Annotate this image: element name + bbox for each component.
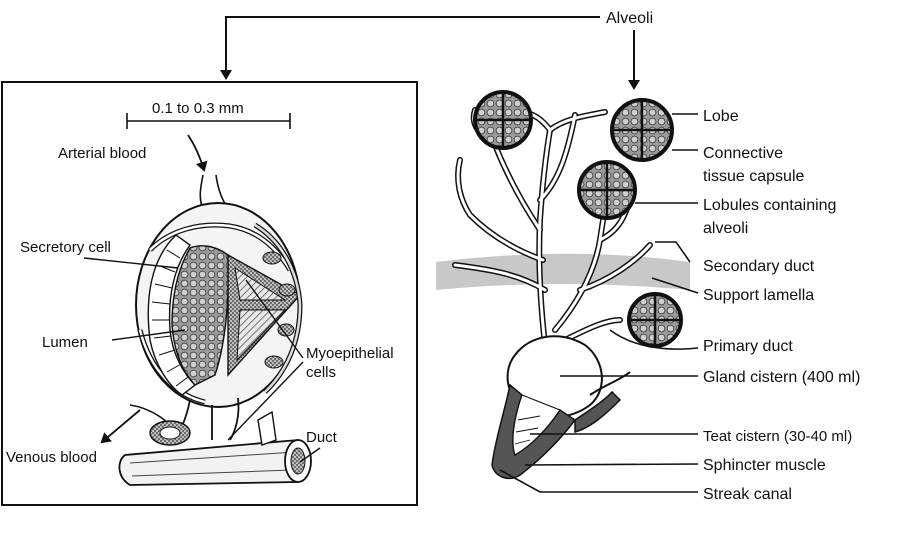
myoepithelial-leader-2 bbox=[227, 361, 304, 441]
venous-blood-label: Venous blood bbox=[6, 449, 97, 466]
duct-leader bbox=[299, 447, 321, 463]
secondary-duct-label: Secondary duct bbox=[703, 258, 815, 275]
alveoli-arrow-left bbox=[220, 16, 600, 80]
teat-cistern-label: Teat cistern (30-40 ml) bbox=[703, 428, 852, 445]
udder-illustration bbox=[436, 90, 690, 480]
alveolus-detail-box bbox=[1, 81, 418, 506]
alveoli-callout: Alveoli bbox=[220, 10, 653, 90]
secondary-duct-leader bbox=[655, 241, 691, 263]
connective-tissue-label-line2: tissue capsule bbox=[703, 168, 804, 185]
arterial-blood-arrow bbox=[187, 134, 208, 172]
lobe-label: Lobe bbox=[703, 108, 739, 125]
primary-duct-leader bbox=[609, 329, 699, 350]
teat-cistern-shape bbox=[512, 394, 561, 456]
alveolus-illustration bbox=[118, 174, 312, 486]
venous-blood-arrow bbox=[100, 409, 141, 444]
scale-bar: 0.1 to 0.3 mm bbox=[126, 100, 291, 129]
lobules-label-line1: Lobules containing bbox=[703, 197, 836, 214]
alveoli-label: Alveoli bbox=[606, 10, 653, 27]
myoepithelial-label-line1: Myoepithelial bbox=[306, 345, 394, 362]
connective-tissue-label-line1: Connective bbox=[703, 145, 783, 162]
gland-cistern-label: Gland cistern (400 ml) bbox=[703, 369, 860, 386]
secretory-cell-label: Secretory cell bbox=[20, 239, 111, 256]
primary-duct-label: Primary duct bbox=[703, 338, 793, 355]
secretory-cell-leader bbox=[83, 257, 179, 269]
support-lamella-leader bbox=[651, 277, 699, 294]
streak-canal-leader bbox=[499, 469, 698, 493]
support-lamella-band bbox=[436, 253, 690, 290]
sphincter-muscle-leader bbox=[524, 463, 699, 466]
support-lamella-label: Support lamella bbox=[703, 287, 814, 304]
myoepithelial-label-line2: cells bbox=[306, 364, 336, 381]
streak-canal-label: Streak canal bbox=[703, 486, 792, 503]
sphincter-muscle-label: Sphincter muscle bbox=[703, 457, 826, 474]
myoepithelial-leader-1 bbox=[245, 279, 304, 359]
lumen-label: Lumen bbox=[42, 334, 88, 351]
duct-label: Duct bbox=[306, 429, 338, 446]
scale-label: 0.1 to 0.3 mm bbox=[152, 100, 244, 117]
lobules-label-line2: alveoli bbox=[703, 220, 748, 237]
arterial-blood-label: Arterial blood bbox=[58, 145, 146, 162]
lumen-leader bbox=[111, 329, 186, 341]
lobule-group bbox=[473, 90, 683, 348]
